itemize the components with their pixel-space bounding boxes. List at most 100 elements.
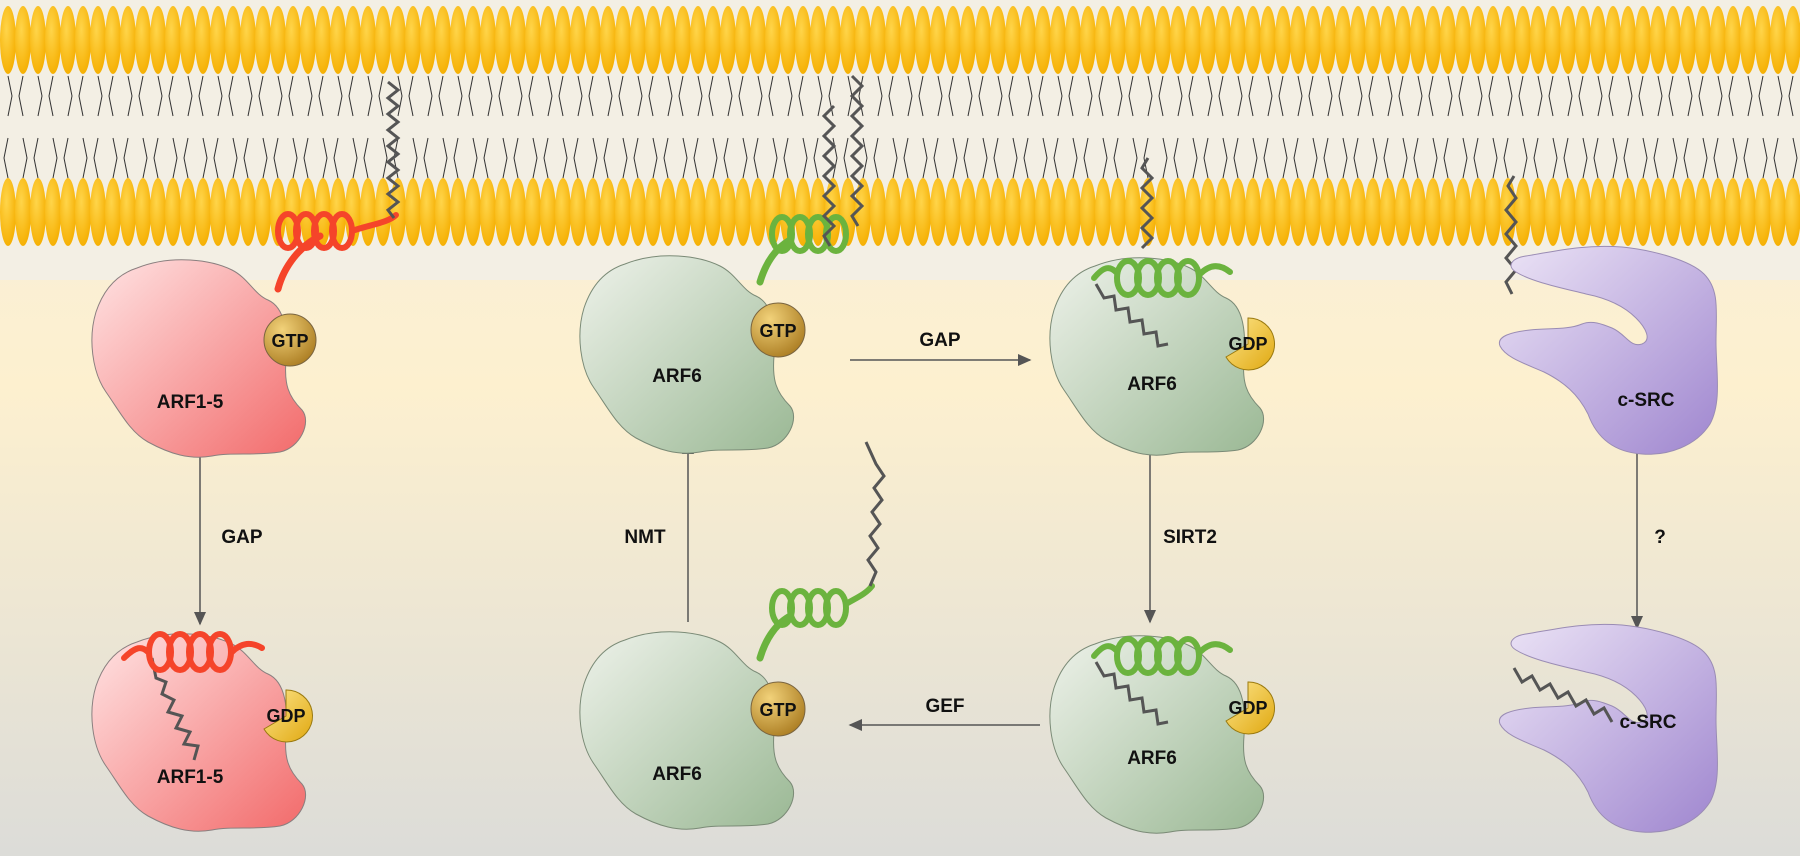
protein-label: ARF1-5 xyxy=(157,767,224,788)
lipid-tail xyxy=(3,137,9,179)
lipid-tail xyxy=(1747,75,1753,117)
lipid-tail xyxy=(153,137,159,179)
lipid-head xyxy=(465,6,481,74)
lipid-head xyxy=(225,178,241,246)
arf6-buried-tail xyxy=(1094,661,1169,726)
lipid-tail xyxy=(412,137,418,179)
lipid-head xyxy=(465,178,481,246)
gtp-ball xyxy=(263,313,317,367)
lipid-head xyxy=(660,178,676,246)
arf6-helix xyxy=(1091,258,1233,298)
gtp-ball xyxy=(750,681,806,737)
lipid-tail xyxy=(1173,137,1179,179)
lipid-tail xyxy=(1323,137,1329,179)
lipid-tail xyxy=(1687,75,1693,117)
label-csrc-unknown: ? xyxy=(1654,527,1666,548)
lipid-tail xyxy=(993,137,999,179)
lipid-head xyxy=(255,6,271,74)
lipid-tail xyxy=(273,137,279,179)
lipid-tail xyxy=(753,137,759,179)
lipid-tail xyxy=(1147,75,1153,117)
lipid-head xyxy=(1305,178,1321,246)
arf6-helix xyxy=(769,583,875,628)
lipid-tail xyxy=(1072,137,1078,179)
lipid-head xyxy=(885,6,901,74)
lipid-tail xyxy=(427,75,433,117)
lipid-tail xyxy=(468,75,474,117)
lipid-tail xyxy=(397,75,403,117)
lipid-tail xyxy=(948,75,954,117)
lipid-tail xyxy=(1068,75,1074,117)
lipid-tail xyxy=(1308,75,1314,117)
label-arf1-gap: GAP xyxy=(221,527,263,548)
lipid-head xyxy=(210,178,226,246)
lipid-head xyxy=(705,178,721,246)
lipid-head xyxy=(1560,178,1576,246)
lipid-head xyxy=(765,178,781,246)
lipid-tail xyxy=(678,75,684,117)
lipid-head xyxy=(1575,178,1591,246)
lipid-head xyxy=(975,6,991,74)
nucleotide-label: GTP xyxy=(271,331,308,351)
lipid-head xyxy=(1095,178,1111,246)
lipid-head xyxy=(840,6,856,74)
lipid-tail xyxy=(682,137,688,179)
lipid-head xyxy=(1080,6,1096,74)
arf6-myristoyl-tail xyxy=(821,104,837,247)
lipid-head xyxy=(720,6,736,74)
lipid-head xyxy=(375,6,391,74)
lipid-tail xyxy=(1762,137,1768,179)
lipid-tail xyxy=(1357,75,1363,117)
lipid-head xyxy=(1350,178,1366,246)
lipid-tail xyxy=(1312,137,1318,179)
lipid-tail xyxy=(213,137,219,179)
lipid-head xyxy=(1140,6,1156,74)
lipid-tail xyxy=(637,75,643,117)
lipid-head xyxy=(960,6,976,74)
lipid-head xyxy=(1785,178,1800,246)
lipid-tail xyxy=(363,137,369,179)
lipid-tail xyxy=(1743,137,1749,179)
lipid-tail xyxy=(843,137,849,179)
lipid-head xyxy=(855,6,871,74)
lipid-tail xyxy=(1717,75,1723,117)
lipid-head xyxy=(1680,6,1696,74)
lipid-head xyxy=(135,178,151,246)
lipid-tail xyxy=(33,137,39,179)
lipid-tail xyxy=(232,137,238,179)
lipid-tail xyxy=(978,75,984,117)
lipid-head xyxy=(1680,178,1696,246)
lipid-tail xyxy=(1368,75,1374,117)
lipid-tail xyxy=(888,75,894,117)
lipid-tail xyxy=(727,75,733,117)
arf1-gdp-cytosol-complex: GDP ARF1-5 xyxy=(91,631,314,832)
lipid-head xyxy=(480,6,496,74)
lipid-tail xyxy=(1623,137,1629,179)
lipid-tail xyxy=(937,75,943,117)
nucleotide-label: GTP xyxy=(759,700,796,720)
lipid-tail xyxy=(303,137,309,179)
lipid-tail xyxy=(142,137,148,179)
lipid-head xyxy=(1080,178,1096,246)
lipid-tail xyxy=(1162,137,1168,179)
lipid-tail xyxy=(367,75,373,117)
lipid-tail xyxy=(772,137,778,179)
lipid-tail xyxy=(982,137,988,179)
lipid-tail xyxy=(1158,75,1164,117)
lipid-head xyxy=(585,178,601,246)
lipid-tail xyxy=(1533,137,1539,179)
lipid-tail xyxy=(277,75,283,117)
lipid-tail xyxy=(1792,137,1798,179)
lipid-head xyxy=(645,6,661,74)
lipid-head xyxy=(570,6,586,74)
csrc-myristoyl-tail xyxy=(1504,175,1518,295)
lipid-head xyxy=(810,6,826,74)
lipid-tail xyxy=(1023,137,1029,179)
lipid-head xyxy=(825,6,841,74)
lipid-tail xyxy=(127,75,133,117)
lipid-tail xyxy=(382,137,388,179)
lipid-tail xyxy=(952,137,958,179)
lipid-head xyxy=(915,178,931,246)
lipid-head xyxy=(1635,6,1651,74)
nucleotide-label: GDP xyxy=(266,706,305,726)
